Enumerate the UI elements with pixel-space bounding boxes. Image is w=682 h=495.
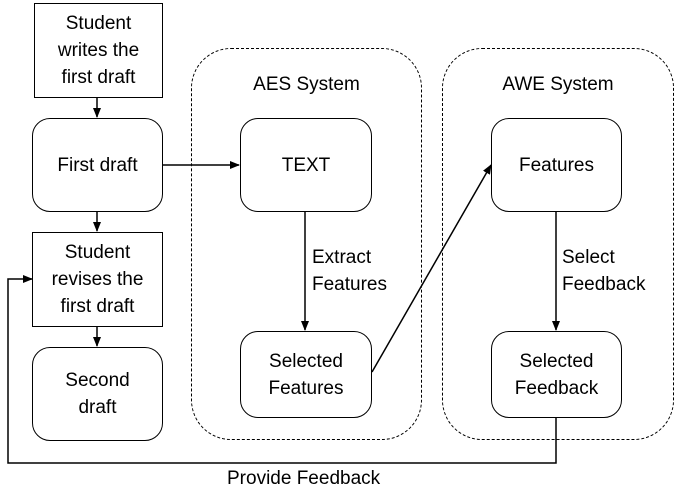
text-box: TEXT	[240, 118, 372, 212]
extract-features-label: Extract Features	[312, 247, 387, 295]
arrow-selected-features-to-features	[371, 164, 492, 373]
select-feedback-label: Select Feedback	[562, 247, 646, 295]
second-draft-label: Second draft	[65, 370, 130, 418]
student-revises-box: Student revises the first draft	[32, 232, 163, 327]
student-writes-box: Student writes the first draft	[34, 3, 163, 98]
selected-feedback-box: Selected Feedback	[491, 331, 622, 418]
features-label: Features	[519, 154, 594, 176]
aes-system-title: AES System	[253, 74, 360, 95]
arrow-provide-feedback	[7, 275, 557, 464]
student-revises-label: Student revises the first draft	[51, 242, 144, 317]
selected-feedback-label: Selected Feedback	[514, 350, 599, 399]
aes-system-group: AES System	[191, 48, 422, 440]
selected-features-box: Selected Features	[240, 331, 372, 418]
text-label: TEXT	[281, 154, 331, 176]
selected-features-label: Selected Features	[268, 350, 344, 399]
features-box: Features	[491, 118, 622, 212]
student-writes-label: Student writes the first draft	[57, 13, 140, 88]
second-draft-box: Second draft	[32, 347, 163, 441]
awe-system-group: AWE System	[442, 48, 674, 440]
first-draft-label: First draft	[57, 154, 138, 176]
first-draft-box: First draft	[32, 118, 163, 212]
provide-feedback-label: Provide Feedback	[227, 468, 381, 489]
awe-system-title: AWE System	[502, 74, 614, 95]
